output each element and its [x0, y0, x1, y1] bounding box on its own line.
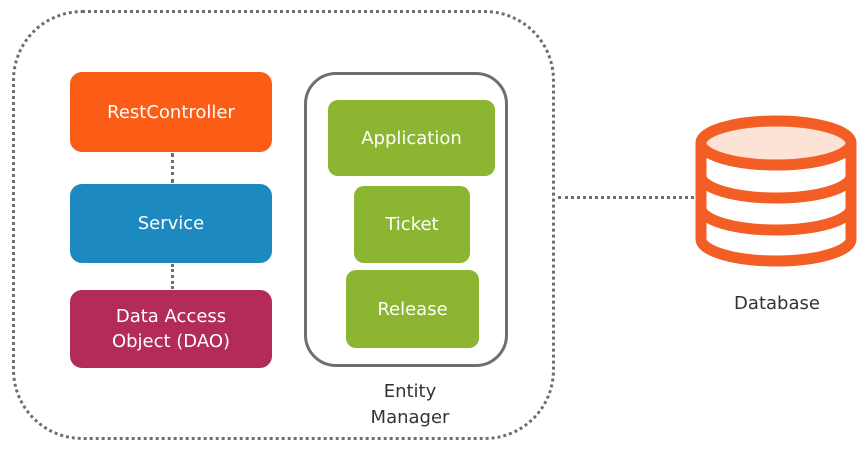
connector-app-database	[558, 196, 694, 199]
application-entity-box: Application	[328, 100, 495, 176]
application-entity-label: Application	[361, 127, 462, 149]
release-entity-box: Release	[346, 270, 479, 348]
dao-box: Data Access Object (DAO)	[70, 290, 272, 368]
ticket-entity-label: Ticket	[385, 214, 439, 235]
ticket-entity-box: Ticket	[354, 186, 470, 263]
connector-service-dao	[171, 264, 174, 289]
database-label: Database	[734, 293, 820, 314]
database-icon	[695, 115, 857, 267]
release-entity-label: Release	[377, 298, 448, 320]
connector-rest-service	[171, 153, 174, 183]
service-box: Service	[70, 184, 272, 263]
dao-label: Data Access Object (DAO)	[111, 306, 231, 352]
rest-controller-box: RestController	[70, 72, 272, 152]
entity-manager-frame	[304, 72, 508, 367]
rest-controller-label: RestController	[107, 101, 235, 123]
service-label: Service	[137, 213, 205, 234]
entity-manager-label: Entity Manager	[370, 381, 450, 428]
application-boundary	[12, 10, 555, 440]
